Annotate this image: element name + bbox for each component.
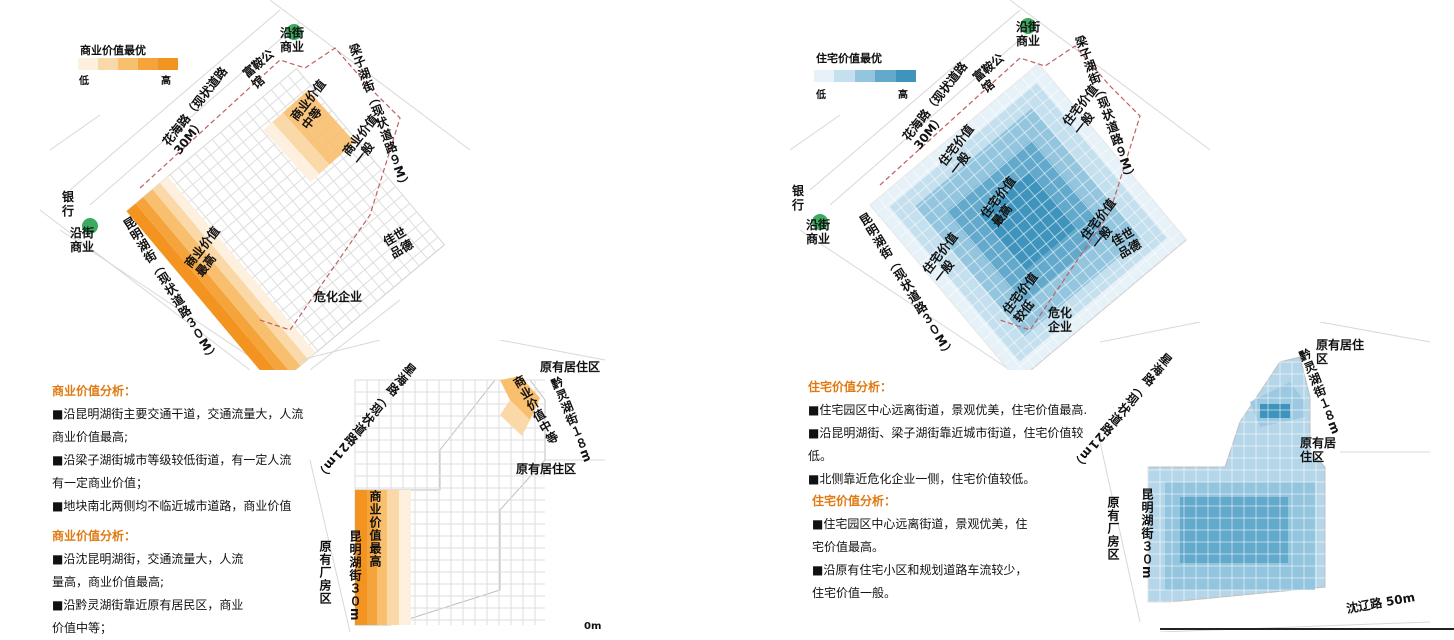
right-bank-label: 银行 bbox=[792, 184, 805, 212]
left-lower-commerce-max-label: 商业价值最高 bbox=[368, 490, 382, 568]
left-residential-1-label: 原有居住区 bbox=[540, 360, 601, 374]
commercial-lower-grid bbox=[354, 376, 546, 626]
residential-analysis-1-heading: 住宅价值分析： bbox=[808, 380, 893, 394]
lower-commerce-mid-band bbox=[500, 376, 540, 420]
commercial-analysis-2-line: 量高，商业价值最高; bbox=[52, 575, 165, 589]
right-street-shop-marker bbox=[1020, 18, 1036, 34]
commercial-legend-bar bbox=[78, 58, 178, 70]
commercial-analysis-2: 商业价值分析： ■沿沈昆明湖街，交通流量大，人流 量高，商业价值最高; ■沿黔灵… bbox=[52, 525, 302, 640]
right-kunming-lower-label: 昆明湖街３０m bbox=[1140, 488, 1154, 580]
residential-legend-title: 住宅价值最优 bbox=[816, 52, 882, 65]
residential-site-plan bbox=[790, 0, 1211, 370]
residential-lower-plan bbox=[1100, 322, 1430, 632]
residential-analysis-1-line: ■北侧靠近危化企业一侧，住宅价值较低。 bbox=[808, 472, 1036, 486]
residential-analysis-1-line: ■沿昆明湖街、梁子湖街靠近城市街道，住宅价值较 bbox=[808, 426, 1084, 440]
commercial-grid bbox=[126, 67, 446, 370]
right-street-shop-left-label: 沿街商业 bbox=[806, 218, 831, 246]
commercial-mid-band bbox=[282, 90, 355, 165]
commercial-analysis-2-line: 价值中等； bbox=[52, 621, 113, 635]
residential-analysis-1: 住宅价值分析： ■住宅园区中心远离街道，景观优美，住宅价值最高. ■沿昆明湖街、… bbox=[808, 376, 1088, 491]
residential-analysis-2: 住宅价值分析： ■住宅园区中心远离街道，景观优美，住 宅价值最高。 ■沿原有住宅… bbox=[812, 490, 1062, 605]
residential-analysis-2-line: 住宅价值一般。 bbox=[812, 586, 897, 600]
left-street-shop-left-label: 沿街商业 bbox=[70, 226, 95, 254]
commercial-site-plan bbox=[40, 0, 471, 370]
commercial-analysis-1-line: 有一定商业价值； bbox=[52, 476, 149, 490]
residential-legend-low: 低 bbox=[816, 90, 826, 101]
residential-analysis-1-line: 低。 bbox=[808, 449, 833, 463]
residential-max-core bbox=[979, 172, 1077, 270]
commercial-analysis-1-heading: 商业价值分析： bbox=[52, 384, 137, 398]
commercial-lower-plan bbox=[300, 340, 605, 632]
left-factory-label: 原有厂房区 bbox=[318, 540, 332, 605]
right-residential-1-label: 原有居住区 bbox=[1316, 338, 1365, 366]
left-kunming-lower-label: 昆明湖街３０m bbox=[348, 530, 362, 622]
residential-analysis-2-line: ■沿原有住宅小区和规划道路车流较少， bbox=[812, 563, 1028, 577]
residential-analysis-1-line: ■住宅园区中心远离街道，景观优美，住宅价值最高. bbox=[808, 403, 1088, 417]
left-chem-label: 危化企业 bbox=[314, 290, 363, 304]
residential-legend-bar bbox=[814, 70, 917, 82]
commercial-legend-low: 低 bbox=[79, 76, 89, 87]
left-residential-2-label: 原有居住区 bbox=[516, 462, 577, 476]
right-factory-label: 原有厂房区 bbox=[1106, 496, 1120, 561]
right-chem-label: 危化企业 bbox=[1048, 306, 1073, 334]
commercial-analysis-2-line: ■沿沈昆明湖街，交通流量大，人流 bbox=[52, 552, 244, 566]
right-street-shop-top-label: 沿街商业 bbox=[1016, 20, 1041, 48]
residential-analysis-2-line: 宅价值最高。 bbox=[812, 540, 885, 554]
residential-analysis-2-line: ■住宅园区中心远离街道，景观优美，住 bbox=[812, 517, 1028, 531]
commercial-analysis-1-line: ■沿昆明湖街主要交通干道，交通流量大，人流 bbox=[52, 407, 304, 421]
left-street-shop-marker bbox=[286, 24, 302, 40]
commercial-analysis-1-line: ■地块南北两侧均不临近城市道路，商业价值 bbox=[52, 499, 292, 513]
residential-analysis-2-heading: 住宅价值分析： bbox=[812, 494, 897, 508]
left-street-shop-top-label: 沿街商业 bbox=[280, 26, 305, 54]
commercial-legend-title: 商业价值最优 bbox=[80, 44, 146, 57]
commercial-analysis-1-line: 商业价值最高; bbox=[52, 430, 129, 444]
commercial-max-band bbox=[126, 203, 284, 370]
commercial-analysis-2-heading: 商业价值分析： bbox=[52, 529, 137, 543]
left-street-shop-left-marker bbox=[82, 218, 98, 234]
left-clipped-label: 0m bbox=[584, 621, 602, 632]
commercial-analysis-1-line: ■沿梁子湖街城市等级较低街道，有一定人流 bbox=[52, 453, 292, 467]
bottom-rule bbox=[1160, 628, 1454, 630]
residential-grid bbox=[869, 62, 1188, 370]
right-street-shop-left-marker bbox=[812, 214, 828, 230]
left-bank-label: 银行 bbox=[62, 190, 75, 218]
commercial-analysis-1: 商业价值分析： ■沿昆明湖街主要交通干道，交通流量大，人流 商业价值最高; ■沿… bbox=[52, 380, 304, 518]
right-residential-2-label: 原有居住区 bbox=[1300, 436, 1337, 464]
residential-lower-grid bbox=[1147, 356, 1326, 603]
commercial-analysis-2-line: ■沿黔灵湖街靠近原有居民区，商业 bbox=[52, 598, 244, 612]
residential-legend-high: 高 bbox=[898, 90, 908, 101]
commercial-legend-high: 高 bbox=[161, 76, 171, 87]
lower-commerce-max-band bbox=[355, 490, 367, 625]
